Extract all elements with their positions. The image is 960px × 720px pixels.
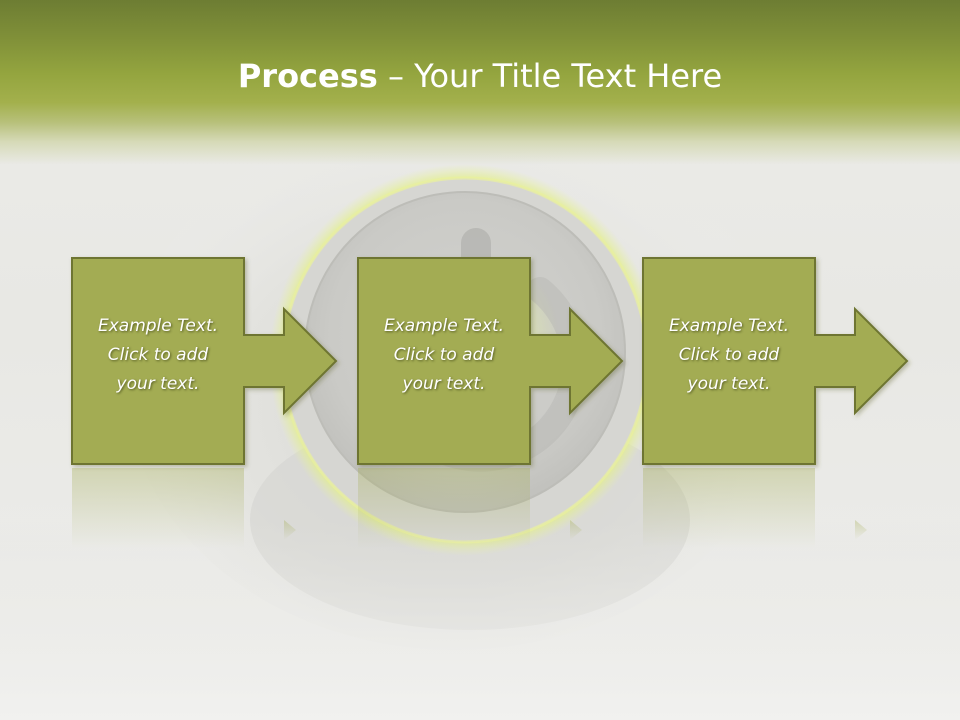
step-reflection (71, 468, 341, 548)
step-text-line: Click to add (393, 345, 495, 365)
process-step-1[interactable]: Example Text. Click to add your text. (71, 257, 341, 467)
step-text-line: Click to add (107, 345, 209, 365)
step-text-line: Example Text. (383, 316, 505, 336)
arrow-right-icon (642, 257, 909, 465)
step-text-line: Example Text. (97, 316, 219, 336)
step-text-line: your text. (402, 374, 486, 394)
process-step-2[interactable]: Example Text. Click to add your text. (357, 257, 627, 467)
slide-title[interactable]: Process – Your Title Text Here (0, 54, 960, 98)
step-text[interactable]: Example Text. Click to add your text. (642, 312, 816, 399)
step-text-line: your text. (687, 374, 771, 394)
process-step-3[interactable]: Example Text. Click to add your text. (642, 257, 912, 467)
step-reflection (357, 468, 627, 548)
title-bold: Process (237, 57, 378, 95)
step-text-line: your text. (116, 374, 200, 394)
step-text-line: Click to add (678, 345, 780, 365)
step-text[interactable]: Example Text. Click to add your text. (71, 312, 245, 399)
header-band (0, 0, 960, 165)
step-text[interactable]: Example Text. Click to add your text. (357, 312, 531, 399)
step-text-line: Example Text. (668, 316, 790, 336)
title-rest: – Your Title Text Here (377, 57, 723, 95)
arrow-right-icon (357, 257, 624, 465)
arrow-right-icon (71, 257, 338, 465)
step-reflection (642, 468, 912, 548)
